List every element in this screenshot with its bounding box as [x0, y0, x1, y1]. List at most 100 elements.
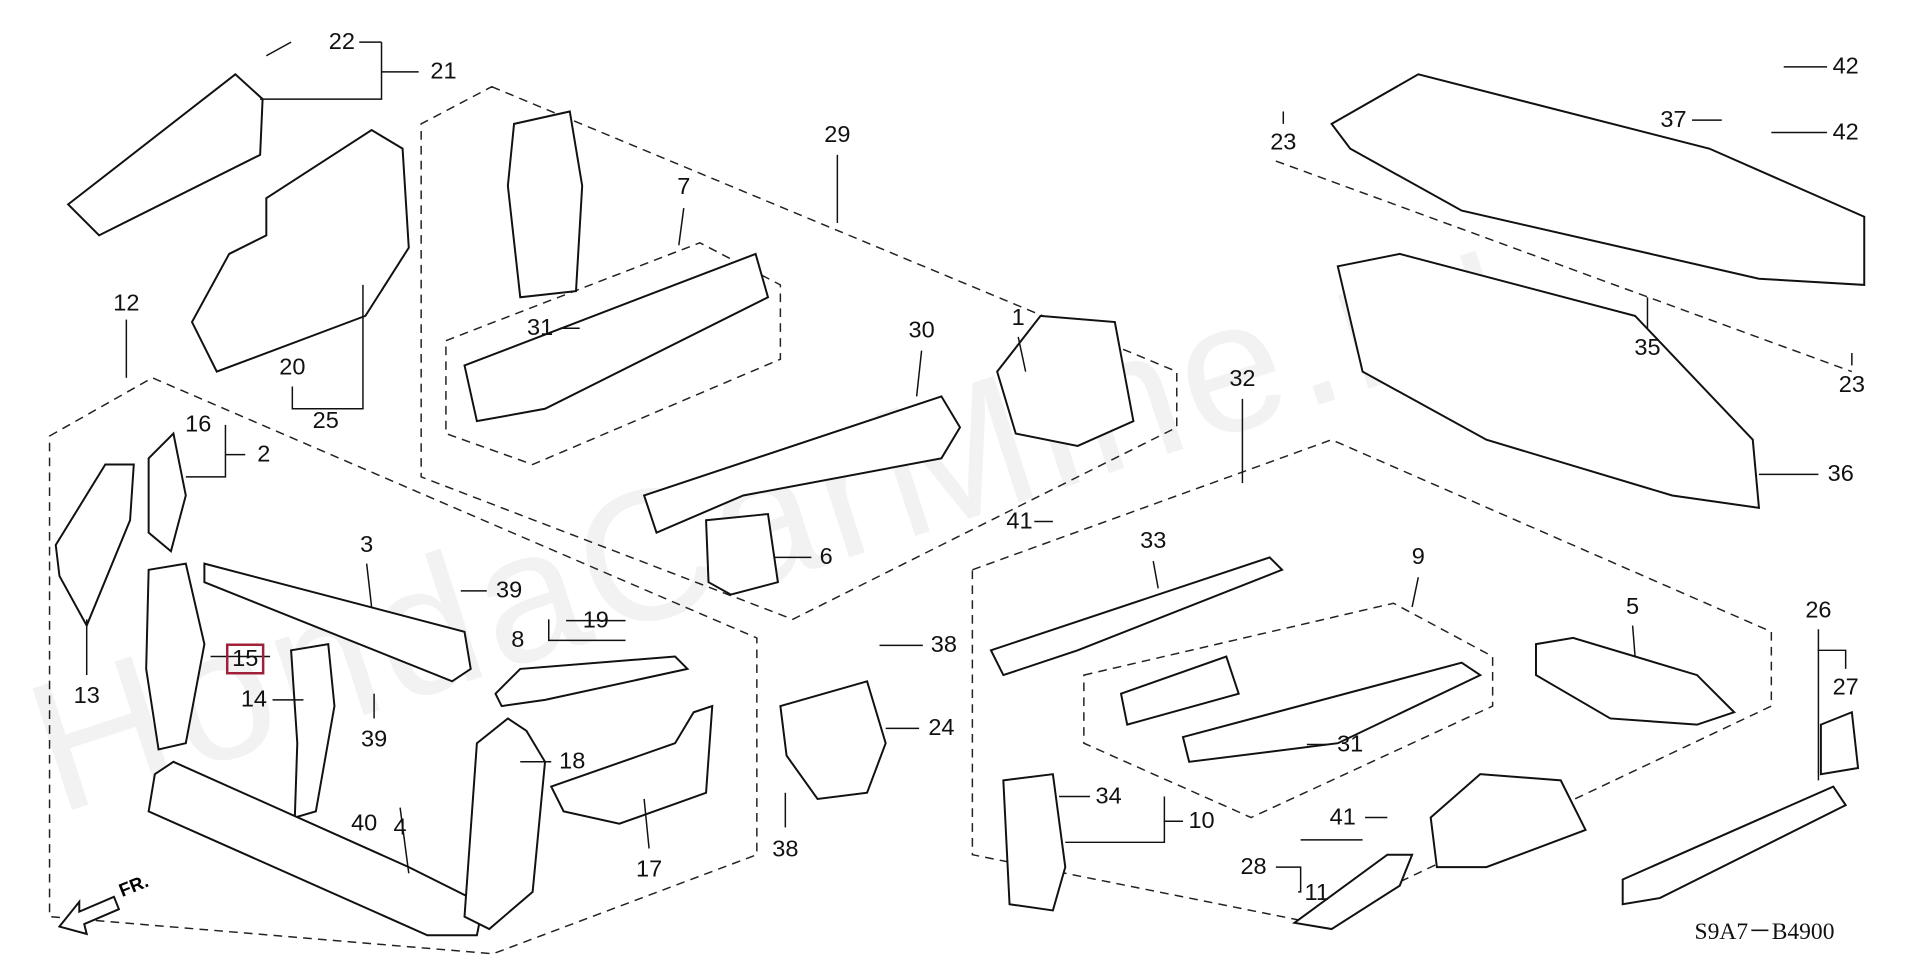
part-outline — [1336, 252, 1761, 510]
leader-line — [643, 798, 650, 849]
callout-label[interactable]: 1 — [1011, 305, 1025, 332]
callout-label[interactable]: 8 — [511, 627, 525, 654]
callout-label[interactable]: 23 — [1270, 129, 1297, 156]
part-outline — [506, 110, 584, 299]
leader-line — [678, 208, 685, 246]
callout-label[interactable]: 42 — [1832, 119, 1859, 146]
callout-label[interactable]: 10 — [1188, 808, 1215, 835]
part-outline — [642, 395, 962, 534]
leader-line — [1411, 577, 1420, 608]
callout-label[interactable]: 28 — [1240, 854, 1267, 881]
callout-highlighted[interactable]: 15 — [225, 643, 265, 675]
group-box — [1083, 602, 1494, 819]
callout-label[interactable]: 17 — [635, 856, 663, 883]
callout-label[interactable]: 39 — [496, 577, 523, 604]
callout-label[interactable]: 31 — [526, 315, 554, 342]
callout-label[interactable]: 35 — [1634, 335, 1661, 362]
callout-label[interactable]: 21 — [430, 58, 457, 85]
callout-label[interactable]: 18 — [559, 748, 586, 775]
callout-label[interactable]: 6 — [819, 544, 833, 571]
group-box — [445, 241, 782, 466]
leader-line — [291, 284, 364, 410]
callout-label[interactable]: 40 — [351, 810, 378, 837]
part-outline — [1621, 785, 1848, 906]
leader-line — [548, 619, 626, 642]
callout-label[interactable]: 38 — [772, 836, 799, 863]
part-outline — [1819, 710, 1860, 776]
part-outline — [1330, 73, 1866, 286]
diagram-code: S9A7－B4900 — [1694, 919, 1835, 946]
leader-line — [365, 563, 373, 608]
part-outline — [190, 128, 410, 373]
callout-label[interactable]: 19 — [582, 607, 609, 634]
callout-label[interactable]: 29 — [824, 122, 851, 149]
callout-label[interactable]: 34 — [1095, 783, 1122, 810]
callout-label[interactable]: 30 — [908, 317, 935, 344]
part-outline — [1291, 853, 1414, 931]
group-box — [420, 85, 1178, 621]
part-outline — [66, 73, 264, 237]
part-outline — [54, 463, 135, 628]
part-outline — [1002, 773, 1067, 912]
callout-label[interactable]: 41 — [1006, 508, 1033, 535]
callout-label[interactable]: 24 — [928, 715, 955, 742]
callout-label[interactable]: 3 — [360, 532, 374, 559]
callout-label[interactable]: 39 — [360, 726, 388, 753]
callout-label[interactable]: 41 — [1329, 804, 1356, 831]
callout-label[interactable]: 22 — [328, 29, 355, 56]
callout-label[interactable]: 4 — [393, 814, 407, 841]
leader-line — [1065, 821, 1166, 844]
part-outline — [1429, 773, 1587, 869]
part-outline — [494, 655, 690, 708]
callout-label[interactable]: 20 — [279, 354, 306, 381]
part-outline — [203, 562, 472, 683]
part-outline — [463, 717, 547, 931]
group-box — [971, 438, 1773, 924]
callout-label[interactable]: 14 — [240, 686, 268, 713]
callout-label[interactable]: 37 — [1660, 107, 1687, 134]
callout-label[interactable]: 25 — [312, 408, 339, 435]
leader-line — [265, 41, 292, 57]
leader-line — [1152, 560, 1159, 589]
callout-label[interactable]: 32 — [1229, 366, 1256, 393]
leader-line — [399, 807, 410, 874]
callout-label[interactable]: 23 — [1838, 372, 1865, 399]
part-outline — [147, 431, 187, 553]
part-outline — [1119, 655, 1240, 726]
callout-label[interactable]: 13 — [73, 683, 100, 710]
callout-label[interactable]: 7 — [677, 174, 691, 201]
callout-label[interactable]: 2 — [257, 441, 271, 468]
leader-line — [1163, 796, 1183, 823]
part-outline — [549, 704, 714, 825]
callout-label[interactable]: 42 — [1832, 53, 1859, 80]
part-outline — [705, 512, 780, 596]
leader-line — [1017, 336, 1027, 372]
front-arrow-icon — [57, 895, 121, 936]
group-line — [1275, 160, 1853, 373]
callout-label[interactable]: 5 — [1626, 593, 1640, 620]
part-outline — [779, 680, 887, 801]
part-outline — [145, 562, 206, 751]
leader-line — [1817, 629, 1847, 669]
leader-line — [1275, 866, 1302, 893]
callout-label[interactable]: 26 — [1805, 597, 1832, 624]
part-outline — [463, 252, 770, 423]
part-outline — [1534, 636, 1737, 726]
part-outline — [996, 314, 1135, 447]
leader-line — [915, 350, 923, 397]
callout-label[interactable]: 12 — [113, 290, 140, 317]
callout-label[interactable]: 36 — [1827, 461, 1854, 488]
callout-label[interactable]: 16 — [185, 411, 212, 438]
callout-label[interactable]: 9 — [1411, 544, 1425, 571]
callout-label[interactable]: 31 — [1337, 731, 1364, 758]
callout-label[interactable]: 11 — [1304, 880, 1329, 907]
leader-line — [185, 424, 227, 478]
leader-line — [1631, 625, 1636, 657]
part-outline — [1181, 661, 1483, 763]
callout-label[interactable]: 33 — [1140, 528, 1167, 555]
callout-label[interactable]: 38 — [930, 632, 957, 659]
leader-line — [380, 42, 419, 73]
callout-label[interactable]: 27 — [1832, 674, 1859, 701]
